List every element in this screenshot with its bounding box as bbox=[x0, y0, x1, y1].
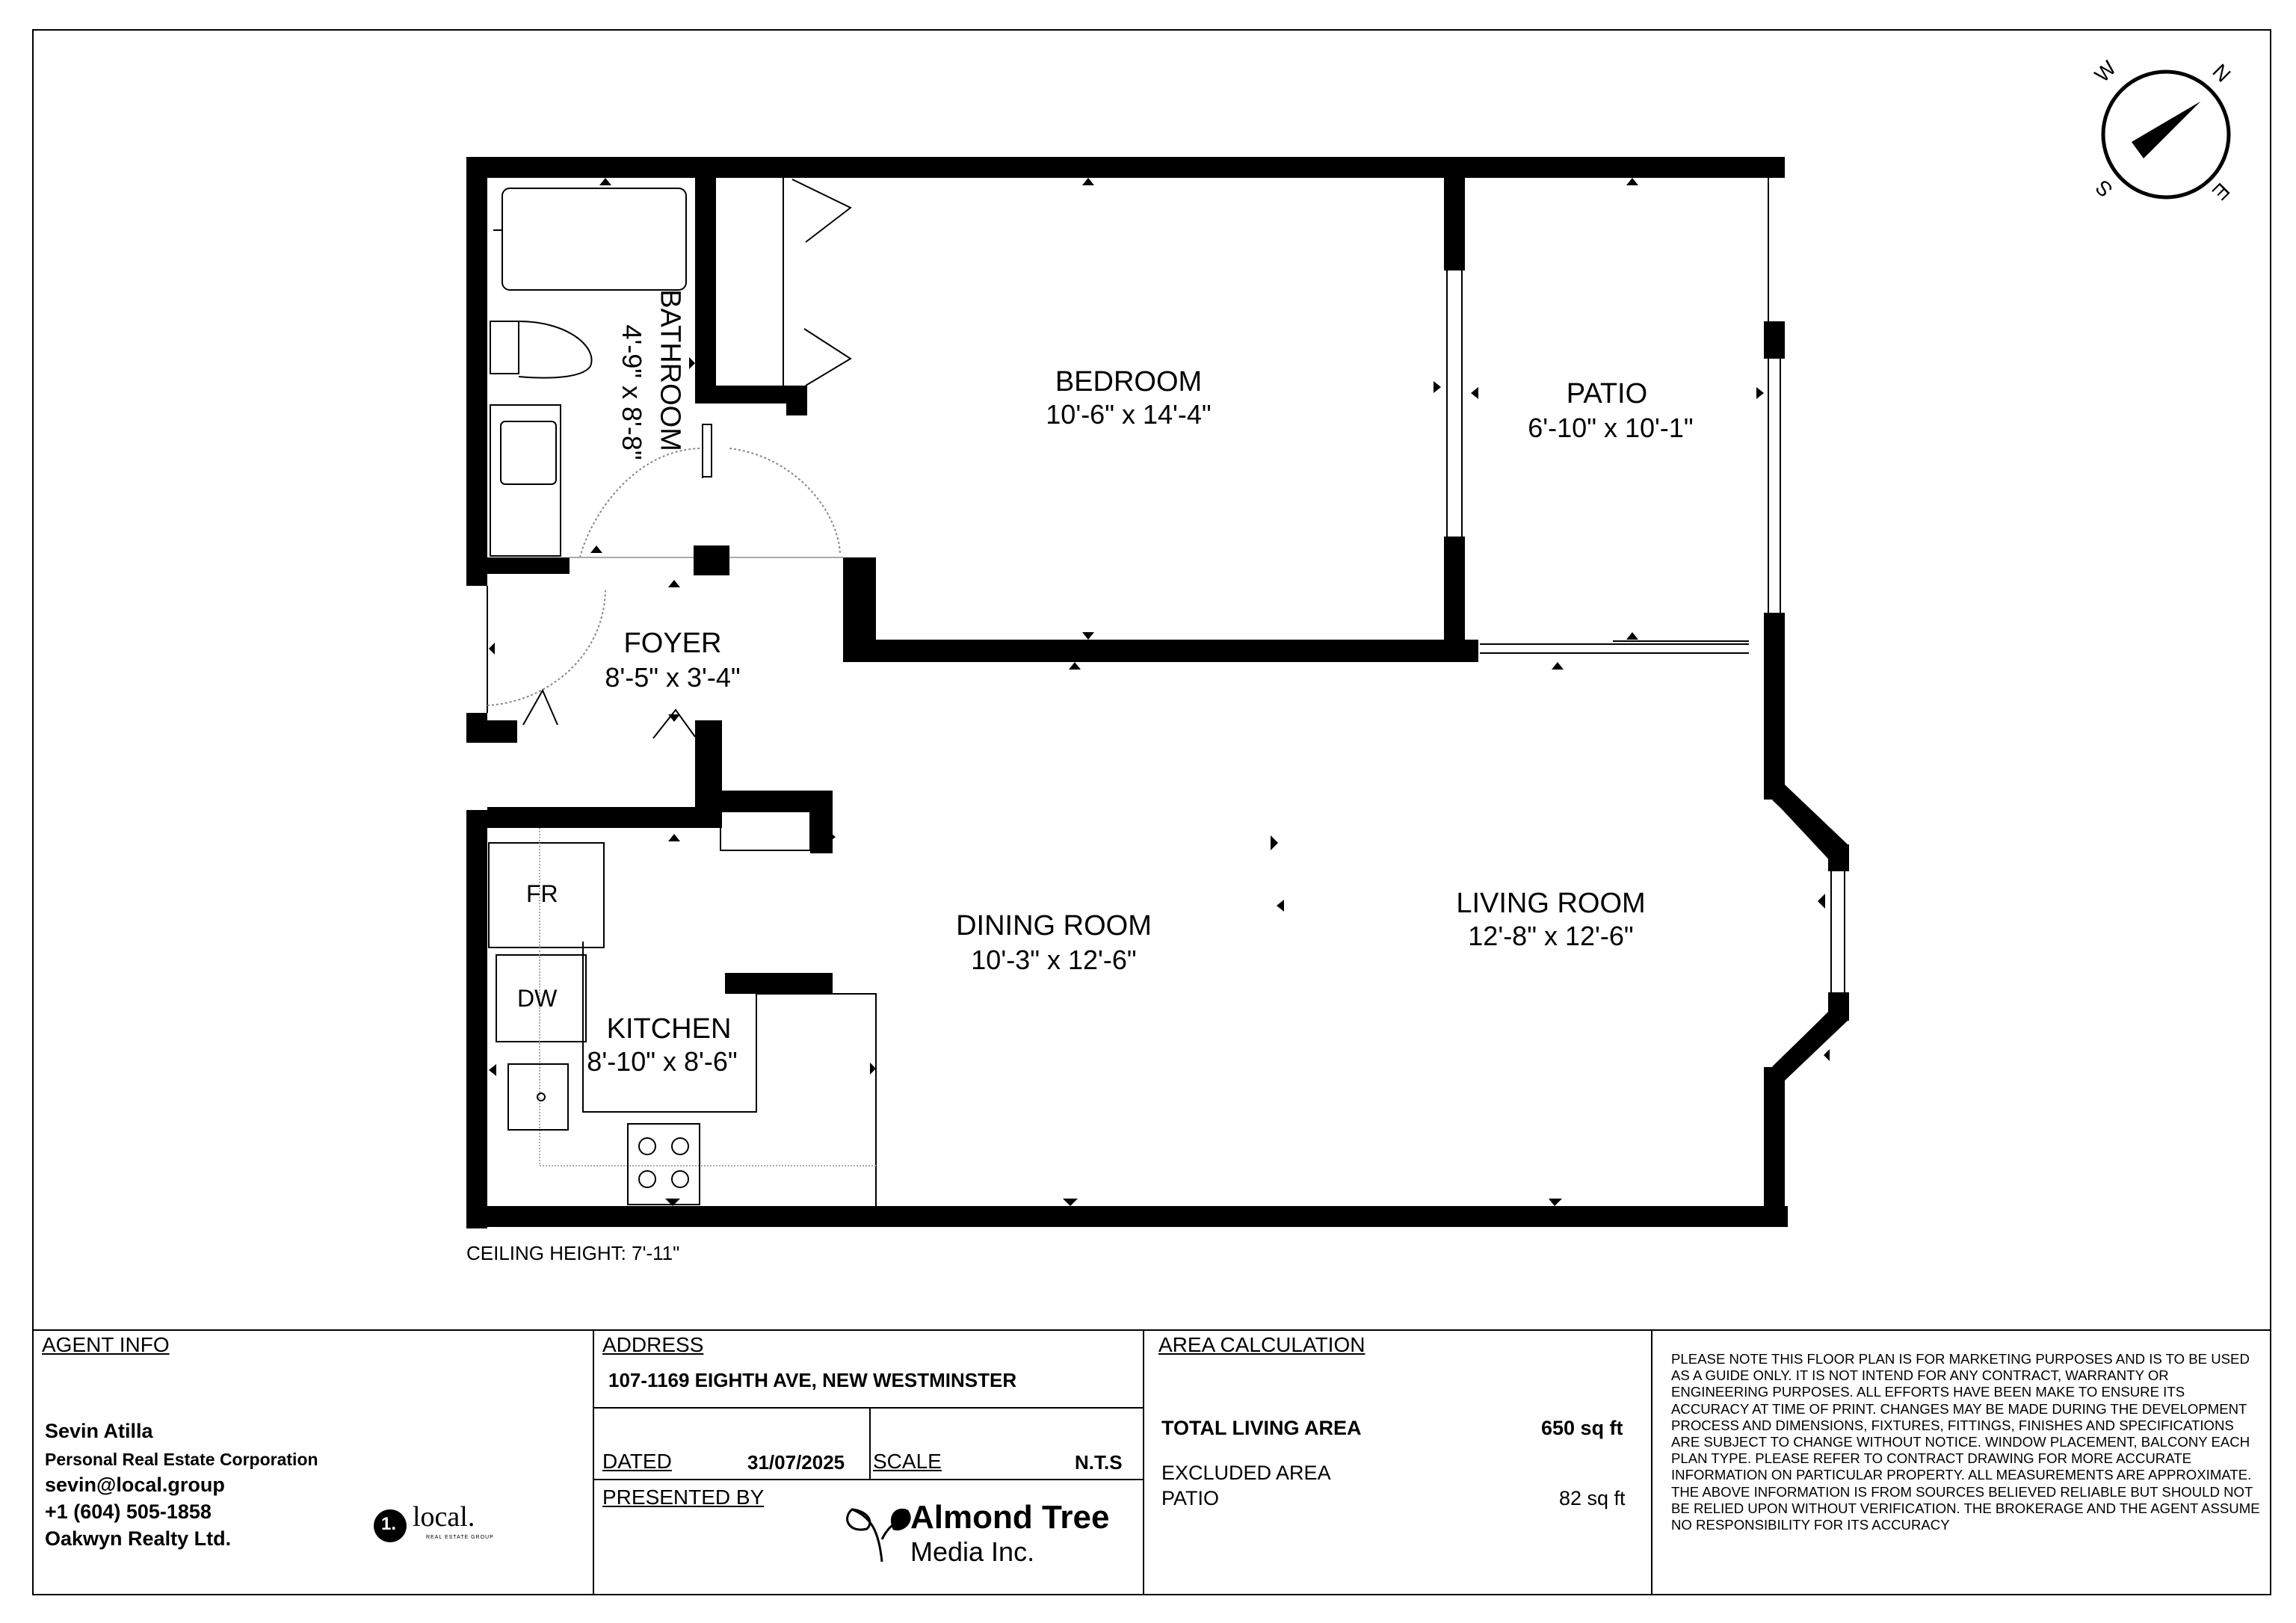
wall-markers bbox=[489, 178, 1830, 1206]
room-dining-dims: 10'-3" x 12'-6" bbox=[971, 945, 1137, 975]
address-heading: ADDRESS bbox=[602, 1333, 704, 1356]
room-bedroom-dims: 10'-6" x 14'-4" bbox=[1046, 399, 1212, 430]
almond-tree-logo-icon bbox=[846, 1508, 911, 1562]
room-living-dims: 12'-8" x 12'-6" bbox=[1468, 921, 1634, 951]
agent-brokerage: Oakwyn Realty Ltd. bbox=[45, 1527, 232, 1550]
disclaimer-text: PLEASE NOTE THIS FLOOR PLAN IS FOR MARKE… bbox=[1671, 1351, 2260, 1533]
compass-icon bbox=[2101, 69, 2231, 200]
room-patio-dims: 6'-10" x 10'-1" bbox=[1528, 412, 1694, 443]
agent-phone[interactable]: +1 (604) 505-1858 bbox=[45, 1500, 212, 1523]
total-living-value: 650 sq ft bbox=[1541, 1417, 1623, 1439]
room-bedroom-name: BEDROOM bbox=[1055, 366, 1203, 398]
local-logo-mark-text: 1. bbox=[381, 1514, 397, 1534]
walls bbox=[466, 157, 1849, 1228]
excluded-area-label: EXCLUDED AREA bbox=[1161, 1462, 1331, 1484]
room-kitchen-name: KITCHEN bbox=[606, 1013, 732, 1045]
patio-area-label: PATIO bbox=[1161, 1487, 1220, 1509]
local-logo-mark-icon bbox=[374, 1509, 407, 1542]
address-value: 107-1169 EIGHTH AVE, NEW WESTMINSTER bbox=[608, 1369, 1017, 1391]
scale-value: N.T.S bbox=[1075, 1451, 1123, 1474]
scale-label: SCALE bbox=[873, 1450, 942, 1473]
dated-value: 31/07/2025 bbox=[747, 1451, 845, 1474]
room-foyer-name: FOYER bbox=[623, 628, 722, 659]
room-kitchen-dims: 8'-10" x 8'-6" bbox=[587, 1046, 738, 1077]
fixtures bbox=[487, 178, 1845, 1206]
room-bathroom-name: BATHROOM bbox=[654, 289, 686, 451]
area-heading: AREA CALCULATION bbox=[1158, 1333, 1365, 1356]
presented-by-label: PRESENTED BY bbox=[602, 1486, 765, 1509]
total-living-label: TOTAL LIVING AREA bbox=[1161, 1417, 1362, 1439]
patio-area-value: 82 sq ft bbox=[1559, 1487, 1626, 1509]
agent-title: Personal Real Estate Corporation bbox=[45, 1450, 318, 1469]
fridge-label: FR bbox=[526, 880, 558, 907]
room-patio-name: PATIO bbox=[1566, 378, 1648, 409]
local-logo-word: local. bbox=[413, 1501, 475, 1533]
room-foyer-dims: 8'-5" x 3'-4" bbox=[605, 662, 741, 693]
room-living-name: LIVING ROOM bbox=[1456, 888, 1646, 919]
agent-name: Sevin Atilla bbox=[45, 1420, 153, 1442]
presenter-line1: Almond Tree bbox=[910, 1499, 1110, 1536]
agent-email[interactable]: sevin@local.group bbox=[45, 1474, 225, 1496]
dated-label: DATED bbox=[602, 1450, 672, 1473]
local-logo-sub: REAL ESTATE GROUP bbox=[426, 1535, 494, 1540]
agent-info-heading: AGENT INFO bbox=[42, 1333, 170, 1356]
page-border bbox=[32, 29, 2271, 1595]
ceiling-height: CEILING HEIGHT: 7'-11" bbox=[466, 1242, 680, 1264]
presenter-line2: Media Inc. bbox=[910, 1536, 1035, 1567]
room-bathroom-dims: 4'-9" x 8'-8" bbox=[617, 324, 647, 460]
room-dining-name: DINING ROOM bbox=[956, 910, 1152, 942]
dishwasher-label: DW bbox=[517, 985, 558, 1012]
